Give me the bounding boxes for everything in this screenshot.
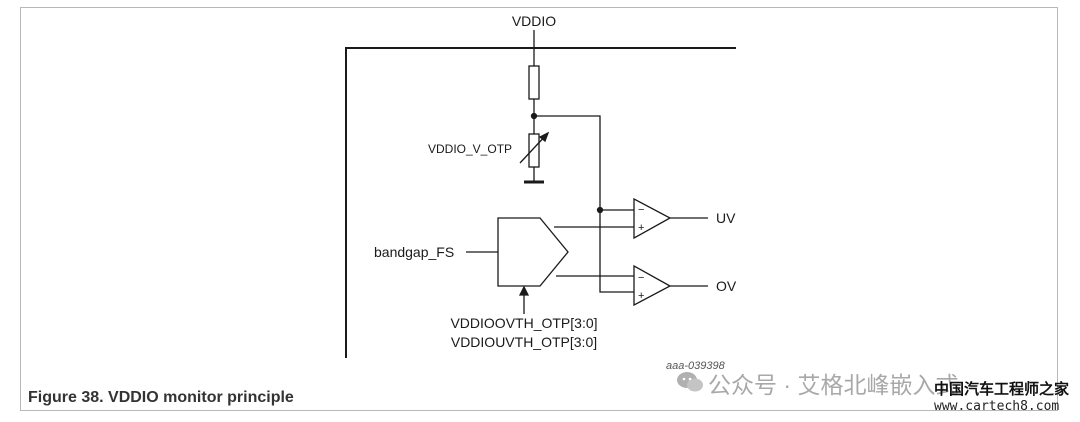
- variable-arrow-head: [538, 131, 550, 143]
- ov-output-label: OV: [716, 278, 737, 294]
- wechat-icon: [677, 372, 703, 392]
- bandgap-label: bandgap_FS: [374, 244, 454, 260]
- variable-resistor: [528, 133, 540, 168]
- chip-boundary: [345, 47, 736, 358]
- figure-frame: [20, 7, 1058, 411]
- watermark-site-name: 中国汽车工程师之家: [934, 380, 1070, 398]
- ovth-otp-label: VDDIOOVTH_OTP[3:0]: [450, 315, 597, 331]
- otp-arrow-head: [518, 285, 530, 296]
- supply-label: VDDIO: [512, 13, 556, 29]
- ov-comparator: [633, 264, 672, 307]
- ov-plus-sign: +: [638, 290, 644, 302]
- uv-minus-sign: −: [638, 204, 644, 216]
- uvth-otp-label: VDDIOUVTH_OTP[3:0]: [451, 334, 597, 350]
- watermark-text: 公众号 · 艾格北峰嵌入式: [708, 372, 959, 398]
- threshold-dac-block: [497, 217, 569, 287]
- figure-caption: Figure 38. VDDIO monitor principle: [28, 389, 294, 406]
- uv-plus-sign: +: [638, 222, 644, 234]
- comparator-node-dot: [596, 206, 604, 214]
- divider-node-dot: [530, 112, 538, 120]
- uv-comparator: [633, 197, 672, 240]
- ov-minus-sign: −: [638, 272, 644, 284]
- divider-node-wire: [534, 115, 634, 293]
- uv-output-label: UV: [716, 210, 736, 226]
- fixed-resistor: [528, 65, 540, 100]
- watermark-url: www.cartech8.com: [934, 399, 1060, 414]
- figure-code: aaa-039398: [666, 360, 725, 372]
- resistor-label: VDDIO_V_OTP: [428, 142, 512, 156]
